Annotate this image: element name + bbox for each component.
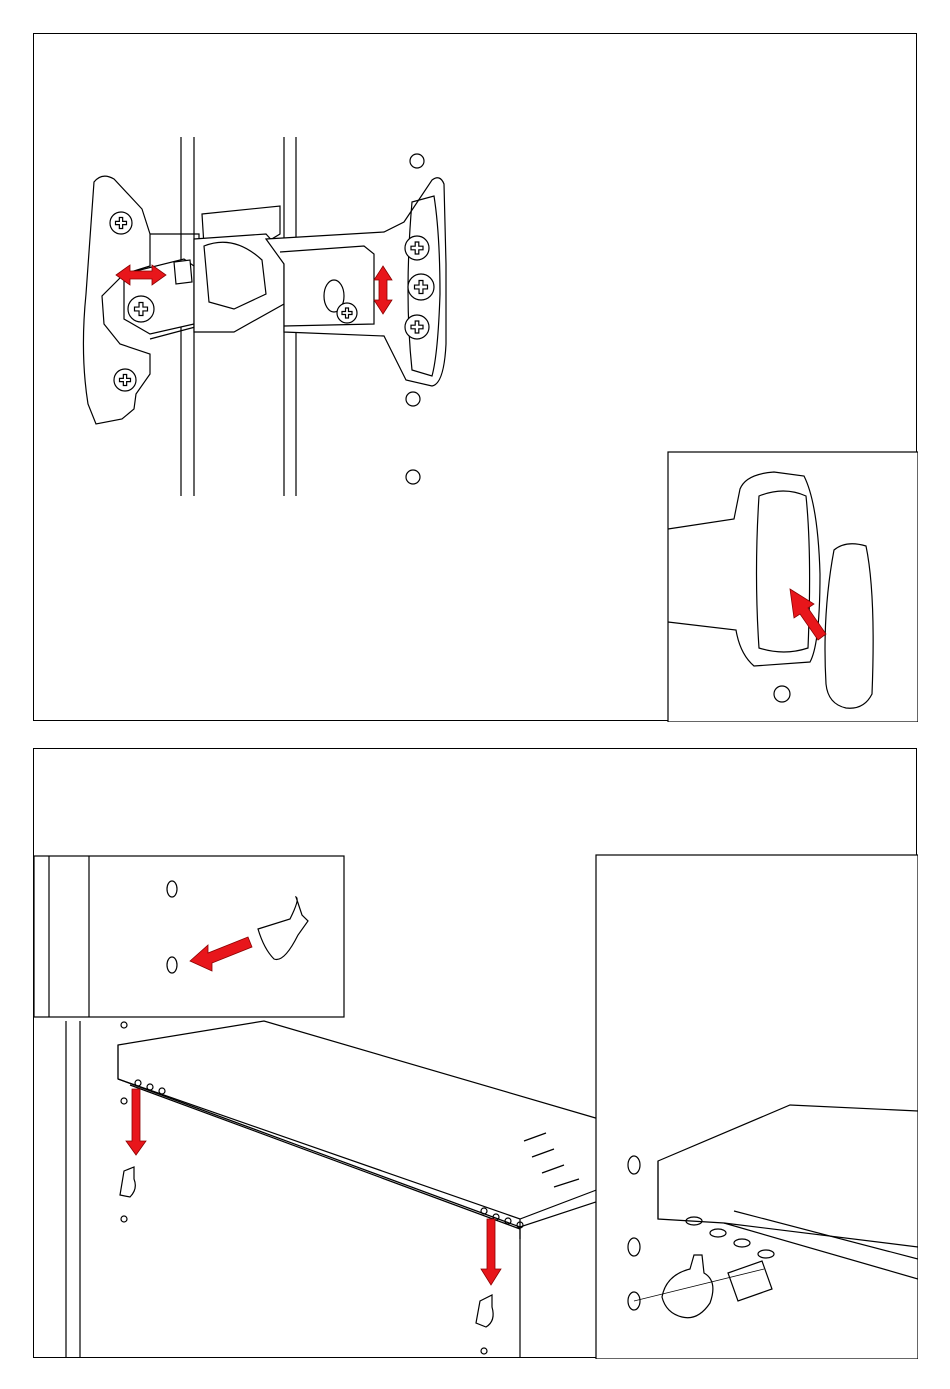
mounting-hole-icon	[406, 470, 420, 484]
hinge-illustration	[34, 34, 918, 722]
phillips-screw-icon	[128, 296, 154, 322]
mounting-hole-icon	[410, 154, 424, 168]
phillips-screw-icon	[114, 369, 136, 391]
mounting-hole-icon	[406, 392, 420, 406]
shelf-illustration	[34, 749, 918, 1359]
mounting-hole-icon	[121, 1216, 127, 1222]
peg-down-arrow-right	[481, 1219, 501, 1285]
shelf-peg-insertion-inset	[34, 856, 344, 1017]
shelf-peg-left	[120, 1167, 135, 1197]
hinge-screw-detail-inset	[668, 452, 918, 722]
shelf-peg-locking-screw-inset	[596, 855, 918, 1359]
shelf-peg-right	[476, 1295, 493, 1327]
phillips-screw-icon	[110, 212, 132, 234]
shelf-figure-panel	[33, 748, 917, 1358]
peg-down-arrow-left	[126, 1089, 146, 1155]
phillips-screw-icon	[408, 274, 434, 300]
hinge-figure-panel	[33, 33, 917, 721]
mounting-hole-icon	[121, 1098, 127, 1104]
phillips-screw-icon	[337, 303, 357, 323]
phillips-screw-icon	[405, 315, 429, 339]
mounting-hole-icon	[481, 1348, 487, 1354]
phillips-screw-icon	[405, 236, 429, 260]
mounting-hole-icon	[121, 1022, 127, 1028]
shelf-board	[118, 1021, 599, 1239]
